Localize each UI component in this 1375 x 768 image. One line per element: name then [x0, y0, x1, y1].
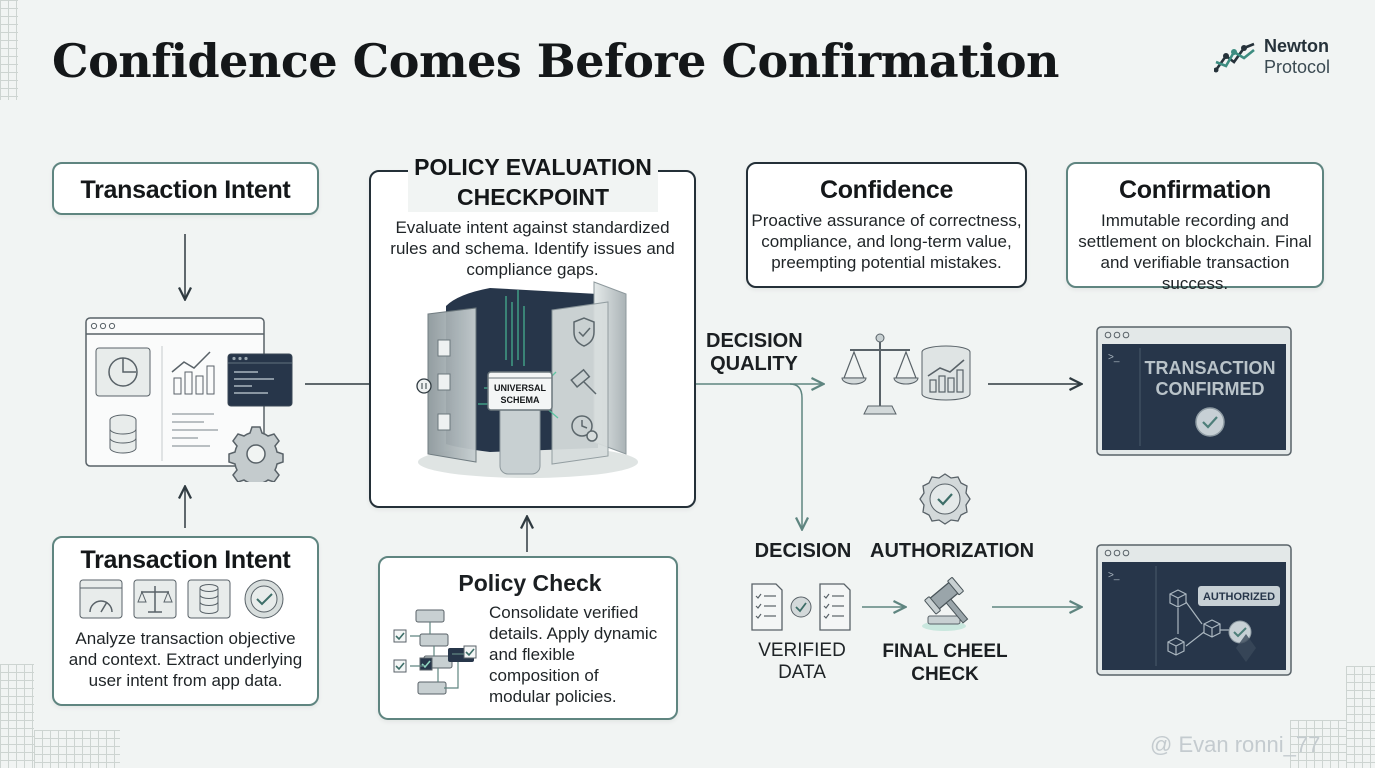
bar-chart-icon	[927, 359, 965, 393]
final-check-line-2: CHECK	[911, 664, 979, 685]
decision-label: DECISION	[754, 540, 852, 562]
arrow-to-decision	[789, 383, 802, 528]
check-circle-icon	[1195, 407, 1225, 437]
confidence-line-1: Proactive assurance of correctness,	[751, 211, 1022, 230]
clock-check-icon	[571, 415, 598, 442]
verified-data-line-1: VERIFIED	[758, 640, 846, 661]
authorized-badge: AUTHORIZED	[1203, 591, 1275, 603]
confidence-title: Confidence	[819, 176, 954, 204]
database-icon	[187, 579, 231, 619]
pie-chart-icon	[95, 347, 151, 397]
authorization-label: AUTHORIZATION	[870, 540, 1035, 562]
policy-eval-line-1: Evaluate intent against standardized	[395, 218, 670, 237]
database-icon	[921, 345, 971, 401]
terminal-icon: >_	[1108, 352, 1120, 363]
shield-check-icon	[573, 317, 595, 347]
badge-check-icon	[244, 579, 284, 619]
brand-sub: Protocol	[1264, 57, 1331, 77]
policy-check-title: Policy Check	[458, 570, 602, 596]
decision-quality-line-1: DECISION	[706, 330, 803, 352]
corner-grid-top-left	[0, 0, 18, 100]
scales-chart-illustration	[841, 333, 971, 415]
verified-data-label: VERIFIED DATA	[752, 640, 852, 684]
brand-logo: Newton Protocol	[1214, 36, 1354, 84]
confidence-card: Confidence Proactive assurance of correc…	[746, 162, 1027, 288]
confirmed-line-2: CONFIRMED	[1155, 379, 1265, 399]
gauge-icon	[79, 579, 123, 619]
flowchart-icon	[393, 609, 477, 695]
terminal-icon: >_	[1108, 570, 1120, 581]
final-check-label: FINAL CHEEL CHECK	[880, 640, 1010, 686]
verified-data-line-2: DATA	[778, 662, 826, 683]
confidence-line-2: compliance, and long-term value,	[761, 232, 1012, 251]
app-window-illustration	[85, 317, 293, 482]
transaction-intent-top-title: Transaction Intent	[80, 176, 291, 204]
schema-label-2: SCHEMA	[500, 395, 540, 405]
corner-grid-bottom-right	[1290, 720, 1346, 768]
intent-icon-row	[79, 579, 284, 619]
final-check-line-1: FINAL CHEEL	[882, 641, 1008, 662]
confirmation-line-3: and verifiable transaction success.	[1100, 253, 1290, 293]
decision-quality-line-2: QUALITY	[710, 353, 798, 375]
line-chart-logo-icon	[1214, 42, 1255, 73]
badge-check-icon	[919, 473, 971, 525]
schema-label-1: UNIVERSAL	[494, 383, 547, 393]
watermark: @ Evan ronni_77	[1150, 732, 1321, 757]
policy-check-line-2: details. Apply dynamic	[489, 624, 658, 643]
policy-check-card: Policy Check Consolidate verified detail…	[378, 556, 678, 720]
gavel-icon	[922, 577, 969, 631]
terminal-icon	[227, 353, 293, 407]
confidence-line-3: preempting potential mistakes.	[771, 253, 1002, 272]
bar-chart-icon	[171, 351, 215, 395]
authorized-screen: >_ AUTHORIZED	[1096, 544, 1292, 676]
confirmation-card: Confirmation Immutable recording and set…	[1066, 162, 1324, 293]
corner-grid-right	[1346, 666, 1375, 768]
policy-check-line-1: Consolidate verified	[489, 603, 639, 622]
brand-name: Newton	[1264, 36, 1329, 56]
gear-icon	[228, 426, 284, 482]
intent-bottom-line-2: and context. Extract underlying	[68, 650, 303, 669]
confirmation-line-1: Immutable recording and	[1100, 211, 1290, 230]
policy-eval-title-2: CHECKPOINT	[456, 184, 610, 210]
policy-check-line-5: modular policies.	[489, 687, 617, 706]
policy-eval-title-1: POLICY EVALUATION	[414, 154, 652, 180]
policy-check-line-4: composition of	[489, 666, 599, 685]
policy-evaluation-heading: POLICY EVALUATION CHECKPOINT	[408, 152, 658, 212]
confirmed-line-1: TRANSACTION	[1144, 358, 1276, 378]
scales-icon	[841, 333, 919, 415]
transaction-intent-top-card: Transaction Intent	[52, 162, 319, 215]
document-checklist-icon	[751, 583, 851, 631]
confirmation-title: Confirmation	[1119, 176, 1271, 204]
transaction-confirmed-screen: >_	[1096, 326, 1292, 456]
policy-check-line-3: and flexible	[489, 645, 576, 664]
cube-network-icon	[1167, 589, 1234, 656]
policy-eval-line-2: rules and schema. Identify issues and	[390, 239, 675, 258]
confirmation-line-2: settlement on blockchain. Final	[1078, 232, 1312, 251]
intent-bottom-line-3: user intent from app data.	[88, 671, 283, 690]
scales-icon	[133, 579, 177, 619]
corner-grid-bottom-left	[0, 664, 34, 768]
checkpoint-illustration: UNIVERSAL SCHEMA	[416, 281, 638, 478]
decision-quality-label: DECISION QUALITY	[706, 330, 803, 376]
transaction-intent-bottom-card: Transaction Intent Analyze transact	[52, 536, 319, 706]
transaction-intent-bottom-title: Transaction Intent	[80, 546, 291, 574]
intent-bottom-line-1: Analyze transaction objective	[75, 629, 296, 648]
gavel-icon	[570, 368, 597, 395]
corner-grid-bottom-mid	[34, 730, 120, 768]
transaction-confirmed-text: TRANSACTION CONFIRMED	[1140, 358, 1280, 400]
page-title: Confidence Comes Before Confirmation	[52, 34, 1060, 88]
database-icon	[109, 414, 137, 454]
policy-eval-line-3: compliance gaps.	[466, 260, 599, 279]
